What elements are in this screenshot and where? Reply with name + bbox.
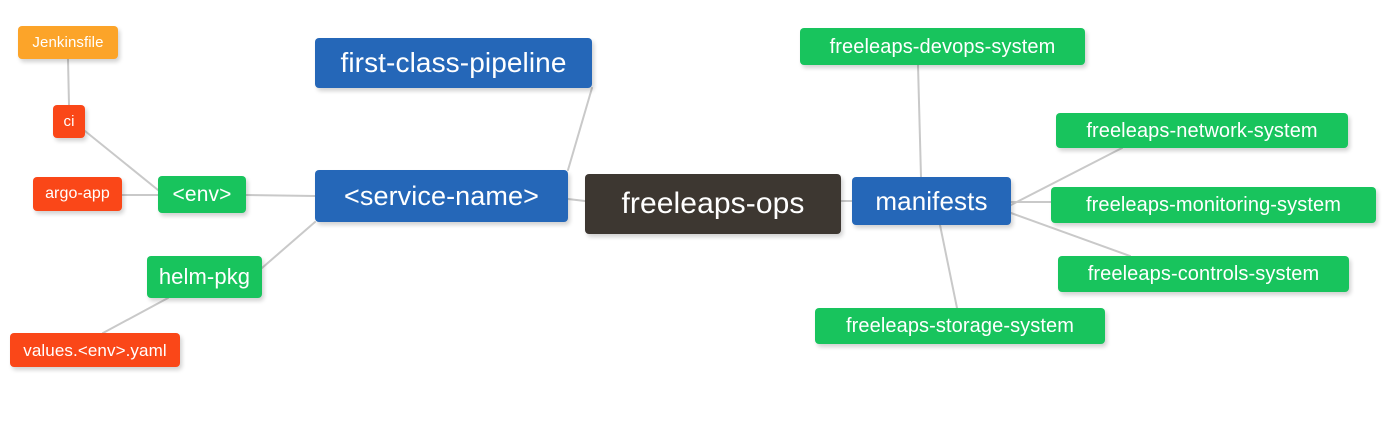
node-helm-pkg[interactable]: helm-pkg bbox=[147, 256, 262, 298]
node-first-class-pipeline[interactable]: first-class-pipeline bbox=[315, 38, 592, 88]
edge-jenkinsfile-to-ci bbox=[67, 58, 70, 106]
node-ci[interactable]: ci bbox=[53, 105, 85, 138]
edge-helm-pkg-to-values-env-yaml bbox=[102, 297, 169, 334]
edge-manifests-to-freeleaps-storage-system bbox=[939, 224, 958, 309]
node-values-env-yaml[interactable]: values.<env>.yaml bbox=[10, 333, 180, 367]
node-freeleaps-controls-system[interactable]: freeleaps-controls-system bbox=[1058, 256, 1349, 292]
node-env[interactable]: <env> bbox=[158, 176, 246, 213]
edge-service-name-to-freeleaps-ops bbox=[567, 198, 586, 202]
node-freeleaps-network-system[interactable]: freeleaps-network-system bbox=[1056, 113, 1348, 148]
node-manifests[interactable]: manifests bbox=[852, 177, 1011, 225]
edge-manifests-to-freeleaps-devops-system bbox=[917, 64, 922, 178]
edge-service-name-to-first-class-pipeline bbox=[567, 87, 593, 171]
edge-env-to-service-name bbox=[245, 194, 316, 197]
node-freeleaps-storage-system[interactable]: freeleaps-storage-system bbox=[815, 308, 1105, 344]
node-argo-app[interactable]: argo-app bbox=[33, 177, 122, 211]
edge-service-name-to-helm-pkg bbox=[261, 221, 316, 269]
node-service-name[interactable]: <service-name> bbox=[315, 170, 568, 222]
node-freeleaps-devops-system[interactable]: freeleaps-devops-system bbox=[800, 28, 1085, 65]
node-freeleaps-monitoring-system[interactable]: freeleaps-monitoring-system bbox=[1051, 187, 1376, 223]
node-freeleaps-ops[interactable]: freeleaps-ops bbox=[585, 174, 841, 234]
node-jenkinsfile[interactable]: Jenkinsfile bbox=[18, 26, 118, 59]
